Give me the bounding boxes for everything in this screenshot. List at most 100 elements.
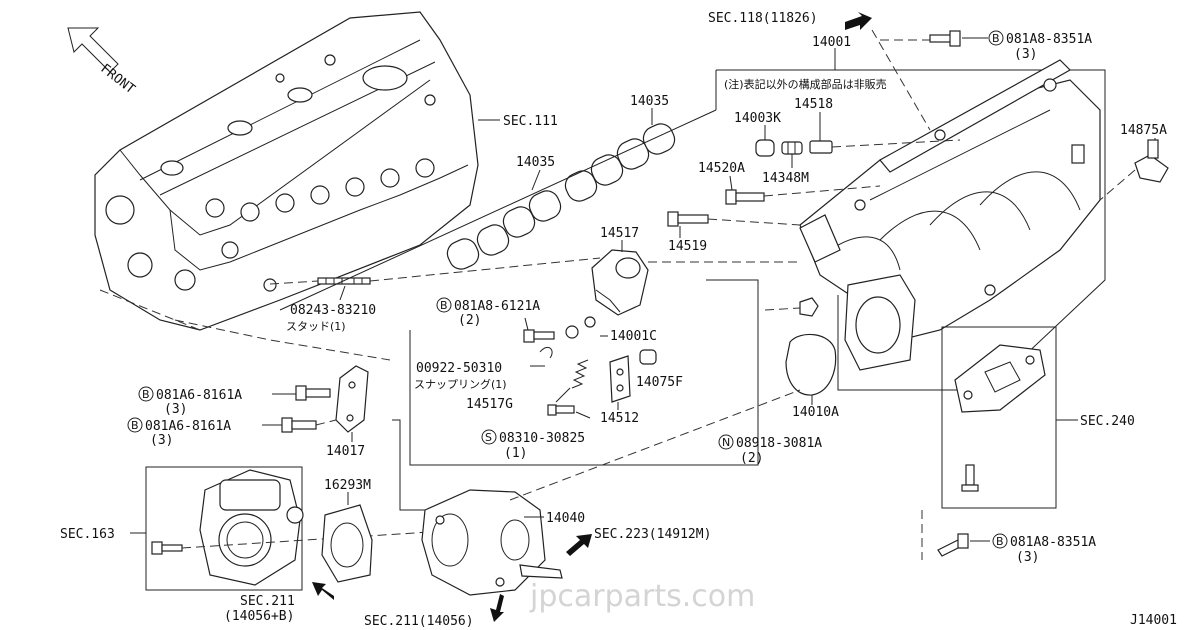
dash-stud-manifold bbox=[369, 257, 601, 282]
dash-sec118 bbox=[871, 29, 931, 131]
throttle-body-box bbox=[145, 466, 303, 591]
clip-14348m-part bbox=[781, 141, 803, 155]
dash-bracket-1 bbox=[99, 289, 201, 331]
leader-14035a bbox=[531, 169, 541, 191]
label-14040: 14040 bbox=[546, 511, 585, 526]
circle-b-bottom-icon: B bbox=[992, 533, 1008, 549]
dash-stud-head bbox=[269, 280, 319, 285]
circle-n-icon: N bbox=[718, 434, 734, 450]
label-bolt-6121: 081A8-6121A bbox=[454, 299, 540, 314]
label-bolt-8161b-qty: (3) bbox=[150, 433, 173, 448]
label-bolt-top: 081A8-8351A bbox=[1006, 32, 1092, 47]
sec211a-arrow-icon bbox=[312, 582, 334, 600]
label-bolt-8161a: 081A6-8161A bbox=[156, 388, 242, 403]
gasket-14035-part bbox=[446, 190, 562, 270]
dash-14518 bbox=[831, 139, 961, 148]
label-nut-qty: (2) bbox=[740, 451, 763, 466]
svg-text:B: B bbox=[440, 299, 448, 312]
leader-screw bbox=[575, 411, 591, 419]
cylinder-head-part bbox=[94, 11, 479, 331]
bolt-sec240-part bbox=[961, 464, 979, 492]
diagram-code: J14001 bbox=[1130, 613, 1177, 628]
label-snap: 00922-50310 bbox=[416, 361, 502, 376]
label-14520a: 14520A bbox=[698, 161, 745, 176]
circle-b-6121-icon: B bbox=[436, 297, 452, 313]
label-sec163: SEC.163 bbox=[60, 527, 115, 542]
label-14512: 14512 bbox=[600, 411, 639, 426]
cap-14003k-part bbox=[755, 139, 775, 157]
label-bolt-6121-qty: (2) bbox=[458, 313, 481, 328]
dash-14875a bbox=[1099, 169, 1136, 201]
washer-part bbox=[565, 325, 579, 339]
subassembly-box bbox=[409, 279, 759, 466]
leader-14017-link bbox=[392, 419, 430, 511]
throttle-body-part bbox=[199, 469, 304, 586]
sec240-box bbox=[941, 326, 1057, 509]
label-sec211a-sub: (14056+B) bbox=[224, 609, 294, 624]
label-14017: 14017 bbox=[326, 444, 365, 459]
svg-text:B: B bbox=[996, 535, 1004, 548]
svg-text:S: S bbox=[485, 431, 492, 444]
leader-bolt-6121 bbox=[524, 317, 529, 331]
hose-14518-part bbox=[809, 140, 833, 154]
dash-chamber-manifold bbox=[509, 389, 801, 501]
nut-part bbox=[799, 297, 819, 317]
bolt-14519-part bbox=[667, 211, 709, 227]
dash-bolt-8161b bbox=[315, 419, 337, 426]
label-note-jp: (注)表記以外の構成部品は非販売 bbox=[724, 77, 887, 91]
label-snap-jp: スナップリング(1) bbox=[414, 377, 507, 391]
circle-b-8161b-icon: B bbox=[127, 417, 143, 433]
label-bolt-top-qty: (3) bbox=[1014, 47, 1037, 62]
label-bolt-8161a-qty: (3) bbox=[164, 402, 187, 417]
svg-text:B: B bbox=[131, 419, 139, 432]
label-bolt-bottom-qty: (3) bbox=[1016, 550, 1039, 565]
dash-bracket-2 bbox=[174, 319, 391, 361]
screw-08310-part bbox=[547, 404, 575, 416]
label-14875a: 14875A bbox=[1120, 123, 1167, 138]
gasket-16293m-part bbox=[321, 504, 373, 583]
label-bolt-bottom: 081A8-8351A bbox=[1010, 535, 1096, 550]
sec118-arrow-icon bbox=[845, 12, 872, 30]
bolt-14520a-part bbox=[725, 189, 765, 205]
label-screw-qty: (1) bbox=[504, 446, 527, 461]
watermark: jpcarparts.com bbox=[529, 579, 755, 614]
label-14518: 14518 bbox=[794, 97, 833, 112]
bolt-8161b-part bbox=[281, 417, 317, 433]
label-14517g: 14517G bbox=[466, 397, 513, 412]
circle-b-8161a-icon: B bbox=[138, 386, 154, 402]
bolt-6121-part bbox=[523, 329, 555, 343]
dash-14520a bbox=[763, 185, 881, 197]
label-14075f: 14075F bbox=[636, 375, 683, 390]
leader-14517g bbox=[555, 387, 571, 403]
label-14348m: 14348M bbox=[762, 171, 809, 186]
gasket-14010a-part bbox=[785, 333, 837, 396]
svg-text:N: N bbox=[722, 436, 730, 449]
bolt-top-part bbox=[929, 30, 961, 47]
label-sec211a: SEC.211 bbox=[240, 594, 295, 609]
label-14010a: 14010A bbox=[792, 405, 839, 420]
label-stud-jp: スタッド(1) bbox=[286, 320, 346, 333]
bracket-14017-part bbox=[335, 365, 369, 433]
snap-ring-part bbox=[539, 346, 553, 359]
outline-diagonal-leader bbox=[279, 109, 717, 311]
circle-b-icon: B bbox=[988, 30, 1004, 46]
sec223-arrow-icon bbox=[566, 534, 592, 556]
sec211b-arrow-icon bbox=[490, 594, 504, 622]
leader-stud bbox=[339, 285, 346, 301]
label-stud: 08243-83210 bbox=[290, 303, 376, 318]
gasket-14035-upper-part bbox=[564, 123, 676, 202]
label-14001: 14001 bbox=[812, 35, 851, 50]
label-bolt-8161b: 081A6-8161A bbox=[145, 419, 231, 434]
leader-14520a bbox=[729, 175, 733, 191]
label-14035a: 14035 bbox=[516, 155, 555, 170]
circle-s-icon: S bbox=[481, 429, 497, 445]
svg-text:B: B bbox=[142, 388, 150, 401]
chamber-14040-part bbox=[421, 489, 563, 596]
front-arrow-icon bbox=[67, 27, 119, 73]
label-14003k: 14003K bbox=[734, 111, 781, 126]
label-sec211b: SEC.211(14056) bbox=[364, 614, 474, 629]
grommet-14075f-part bbox=[639, 349, 657, 365]
svg-text:B: B bbox=[992, 32, 1000, 45]
label-14517: 14517 bbox=[600, 226, 639, 241]
